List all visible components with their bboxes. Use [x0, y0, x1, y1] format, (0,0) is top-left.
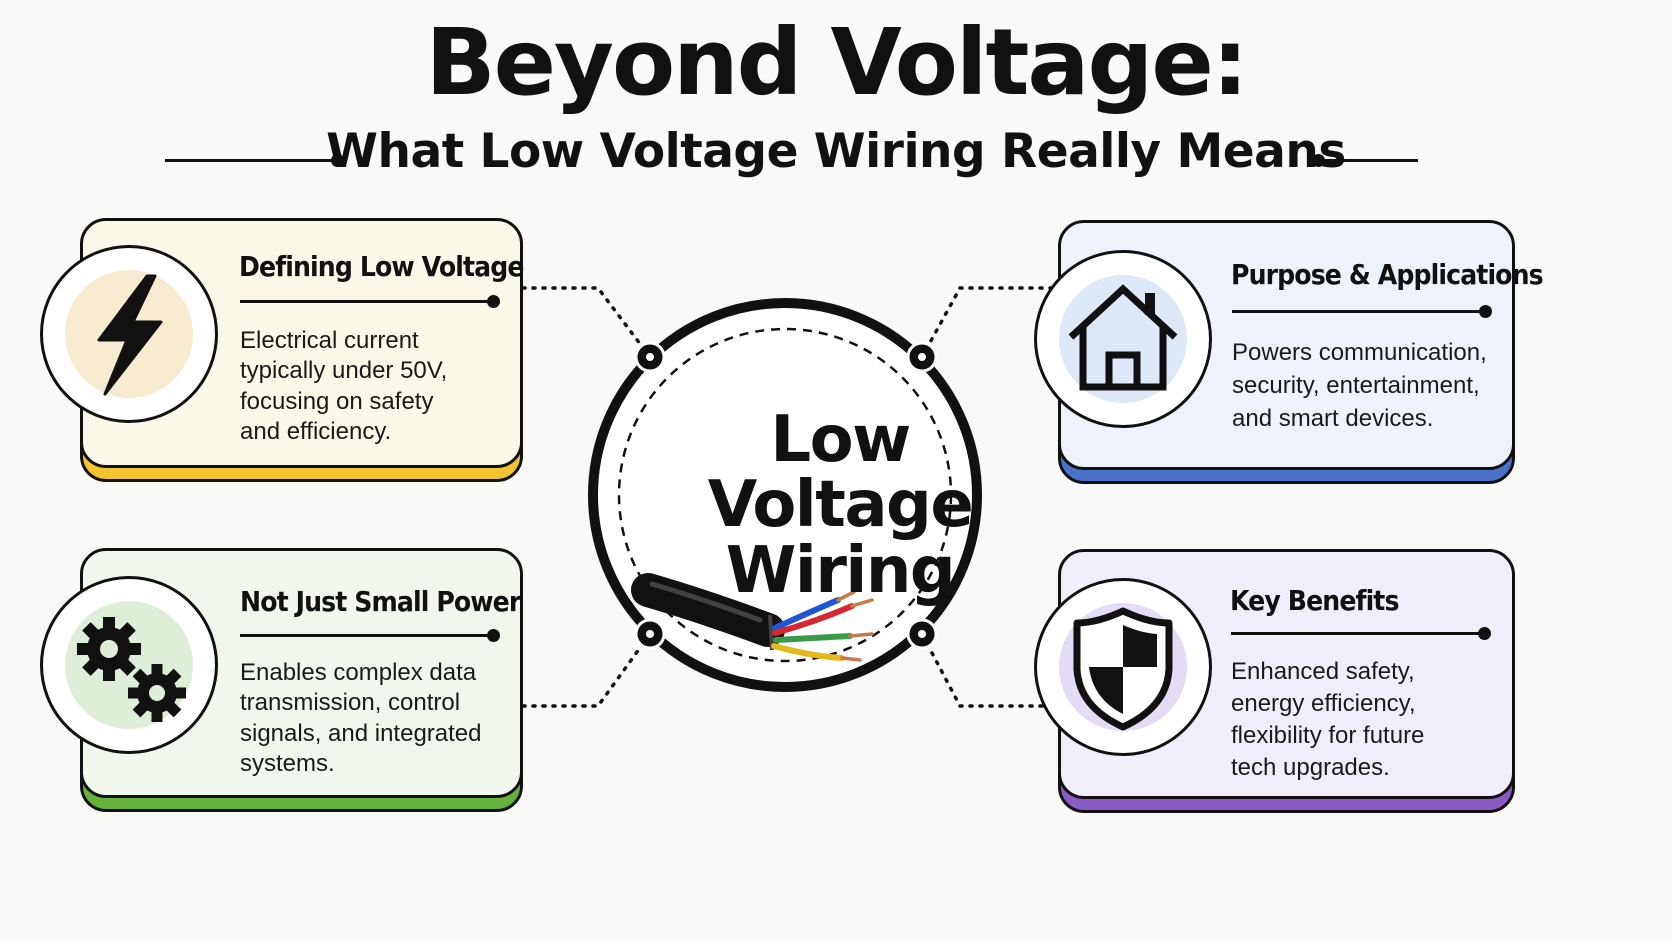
card-title: Purpose & Applications — [1231, 258, 1544, 291]
gears-badge — [40, 576, 218, 754]
connector-bottom-left — [521, 632, 652, 708]
wire-cable-icon — [631, 573, 874, 662]
card-body: Enables complex data transmission, contr… — [240, 659, 482, 778]
lightning-bolt-icon — [97, 274, 163, 396]
card-title: Defining Low Voltage — [239, 250, 525, 283]
hub-label: Low Voltage Wiring — [640, 403, 1040, 608]
hub-inner-dashed-ring — [617, 327, 953, 663]
card-body: Powers communication, security, entertai… — [1232, 339, 1487, 433]
hub-label-line-3: Wiring — [725, 533, 956, 608]
connector-top-right — [920, 286, 1054, 359]
subtitle-left-dot — [331, 154, 344, 167]
subtitle-right-rule — [1318, 159, 1418, 162]
connector-top-left — [521, 286, 652, 359]
card-title-rule — [1232, 305, 1492, 318]
page-title: Beyond Voltage: — [425, 9, 1248, 116]
card-title-rule — [240, 629, 500, 642]
house-badge — [1034, 250, 1212, 428]
shield-badge — [1034, 578, 1212, 756]
lightning-bolt-badge — [40, 245, 218, 423]
subtitle-left-rule — [165, 159, 337, 162]
card-title-rule — [1231, 627, 1491, 640]
house-icon — [1068, 284, 1178, 391]
gears-icon — [77, 617, 186, 722]
card-title: Key Benefits — [1230, 584, 1399, 617]
hub-label-line-1: Low — [770, 403, 911, 477]
page-subtitle: What Low Voltage Wiring Really Means — [326, 124, 1346, 179]
card-title: Not Just Small Power — [240, 585, 521, 618]
connector-bottom-right — [920, 632, 1054, 708]
shield-icon — [1073, 607, 1173, 731]
hub-node-centers — [646, 353, 926, 638]
card-title-rule — [240, 295, 500, 308]
hub-label-line-2: Voltage — [707, 468, 974, 543]
card-body: Enhanced safety, energy efficiency, flex… — [1231, 658, 1425, 781]
card-body: Electrical current typically under 50V, … — [240, 327, 448, 446]
